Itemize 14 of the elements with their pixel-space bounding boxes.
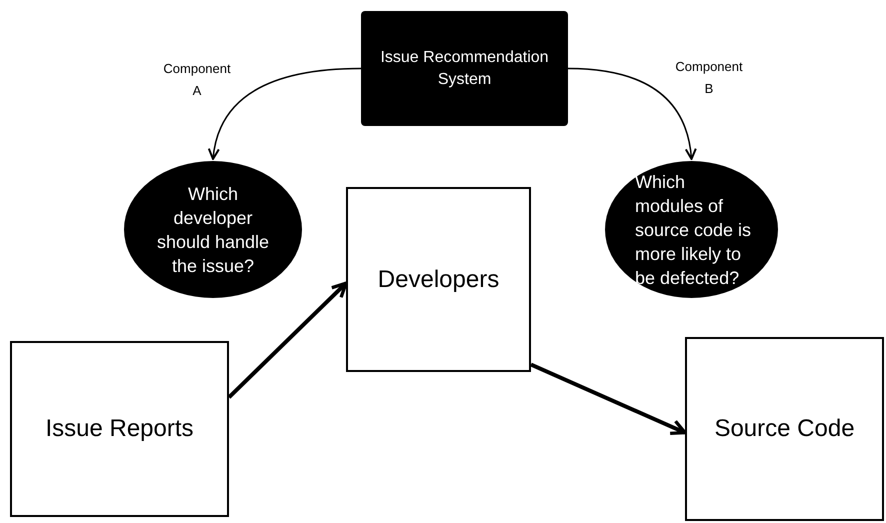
arrow (208, 68, 362, 160)
node-text: Issue Reports (45, 414, 194, 444)
arrow (568, 68, 696, 160)
process-box (685, 337, 884, 521)
arrow (228, 282, 348, 399)
process-box (346, 187, 531, 372)
node-text: Developers (378, 264, 500, 294)
node-text: Issue Recommendation System (379, 48, 550, 90)
arrow (530, 362, 687, 436)
process-box (10, 341, 229, 517)
node-text: Which modules of source code is more likely to be defected? (634, 170, 752, 290)
system-box (361, 11, 568, 126)
node-text: Which developer should handle the issue? (156, 182, 270, 278)
node-text: Source Code (714, 414, 855, 444)
